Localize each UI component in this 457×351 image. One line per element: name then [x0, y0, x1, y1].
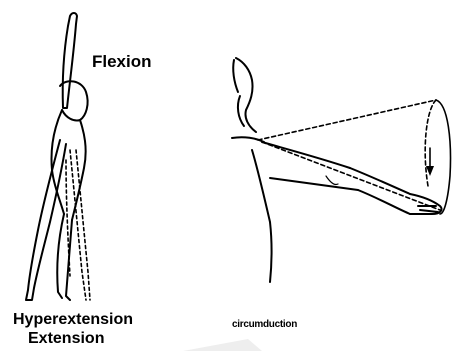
forearm: [350, 168, 410, 214]
rotation-arrowhead: [426, 166, 434, 176]
raised-arm: [63, 13, 77, 108]
head: [60, 81, 88, 120]
hyperextension-label: Hyperextension: [13, 312, 133, 328]
flexion-label: Flexion: [92, 53, 152, 70]
cone-base-ellipse: [436, 100, 450, 214]
leg-back: [57, 214, 64, 298]
upper-arm: [262, 142, 358, 190]
arm-extension-dashed: [66, 150, 90, 300]
elbow-crease: [326, 176, 338, 185]
leg-front: [66, 220, 72, 300]
circumduction-label: circumduction: [232, 320, 297, 330]
hair: [233, 60, 244, 126]
head-profile: [236, 58, 256, 132]
arm-hyperextension: [26, 140, 66, 300]
cone-upper-edge: [258, 100, 436, 140]
extension-label: Extension: [28, 331, 104, 347]
cone-lower-edge: [262, 142, 440, 210]
torso-front: [72, 120, 86, 220]
torso-side: [252, 150, 272, 282]
shoulder-flexion-extension-figure: [26, 13, 88, 300]
corner-decoration: [183, 339, 262, 351]
